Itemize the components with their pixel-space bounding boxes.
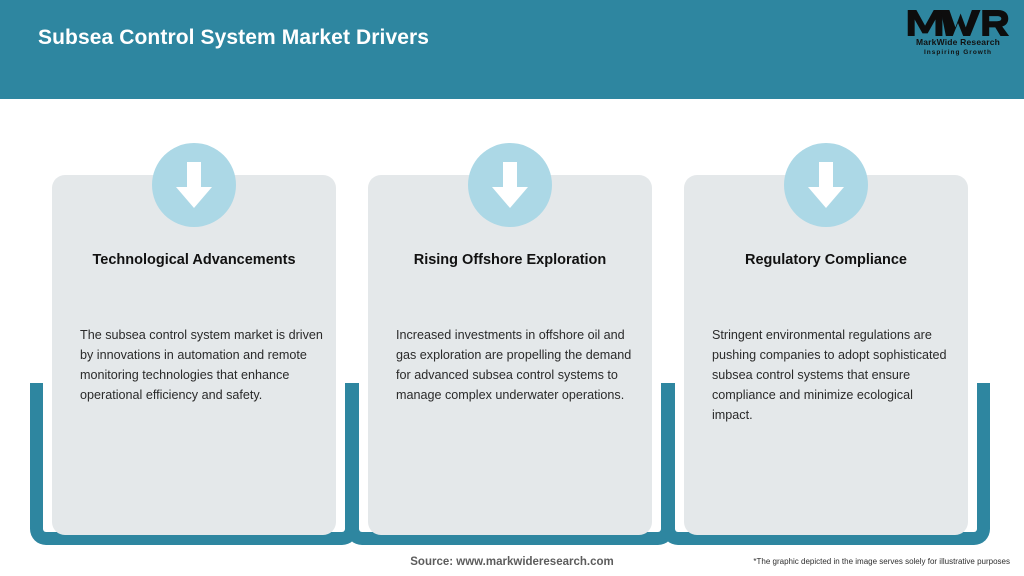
card-bracket-accent <box>662 383 990 545</box>
card-title: Technological Advancements <box>92 252 296 268</box>
driver-card-3: Regulatory Compliance Stringent environm… <box>662 0 990 576</box>
logo-company-name: MarkWide Research <box>915 37 1001 47</box>
driver-card-2: Rising Offshore Exploration Increased in… <box>346 0 674 576</box>
card-title: Rising Offshore Exploration <box>413 252 607 268</box>
card-body-text: Stringent environmental regulations are … <box>712 328 947 422</box>
card-body-text: Increased investments in offshore oil an… <box>396 328 632 402</box>
mwr-monogram-icon <box>906 8 1010 38</box>
card-title: Regulatory Compliance <box>745 252 907 268</box>
disclaimer-note: *The graphic depicted in the image serve… <box>753 557 1010 566</box>
card-panel <box>368 175 652 535</box>
card-panel <box>52 175 336 535</box>
card-panel <box>684 175 968 535</box>
arrow-down-icon <box>468 143 552 227</box>
brand-logo: MarkWide Research Inspiring Growth <box>906 8 1010 64</box>
source-attribution: Source: www.markwideresearch.com <box>410 556 614 568</box>
driver-card-1: Technological Advancements The subsea co… <box>30 0 358 576</box>
page-title: Subsea Control System Market Drivers <box>38 26 430 49</box>
card-body-text: The subsea control system market is driv… <box>80 328 323 402</box>
logo-tagline: Inspiring Growth <box>924 49 992 56</box>
arrow-down-icon <box>152 143 236 227</box>
arrow-down-icon <box>784 143 868 227</box>
header-band <box>0 0 1024 99</box>
